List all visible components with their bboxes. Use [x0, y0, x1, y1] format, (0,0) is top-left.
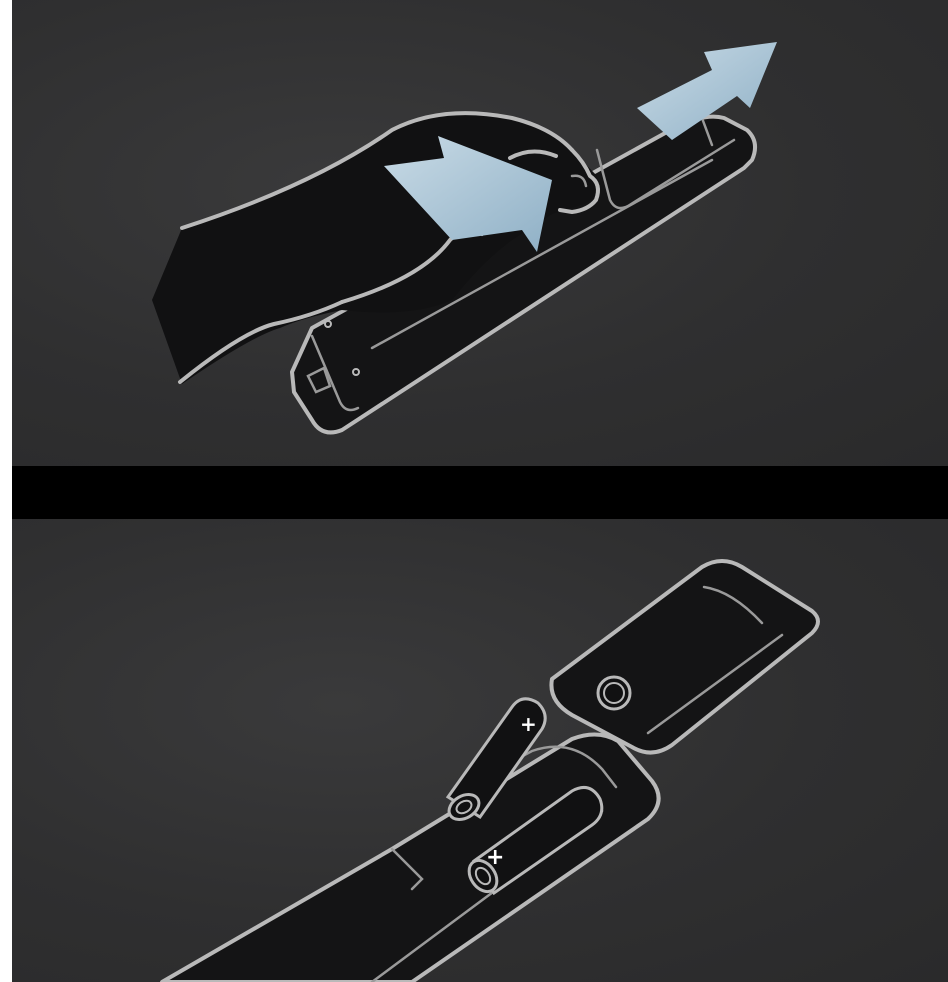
step-2-drawing: + + [12, 519, 948, 982]
remote-control-icon [162, 734, 659, 982]
step-2-panel: + + [12, 519, 948, 982]
battery-cover-icon [551, 561, 818, 753]
battery-polarity-mark: + [520, 712, 537, 736]
panel-divider [12, 466, 948, 519]
battery-polarity-mark: + [486, 845, 504, 870]
step-1-drawing [12, 0, 948, 466]
step-1-panel [12, 0, 948, 466]
